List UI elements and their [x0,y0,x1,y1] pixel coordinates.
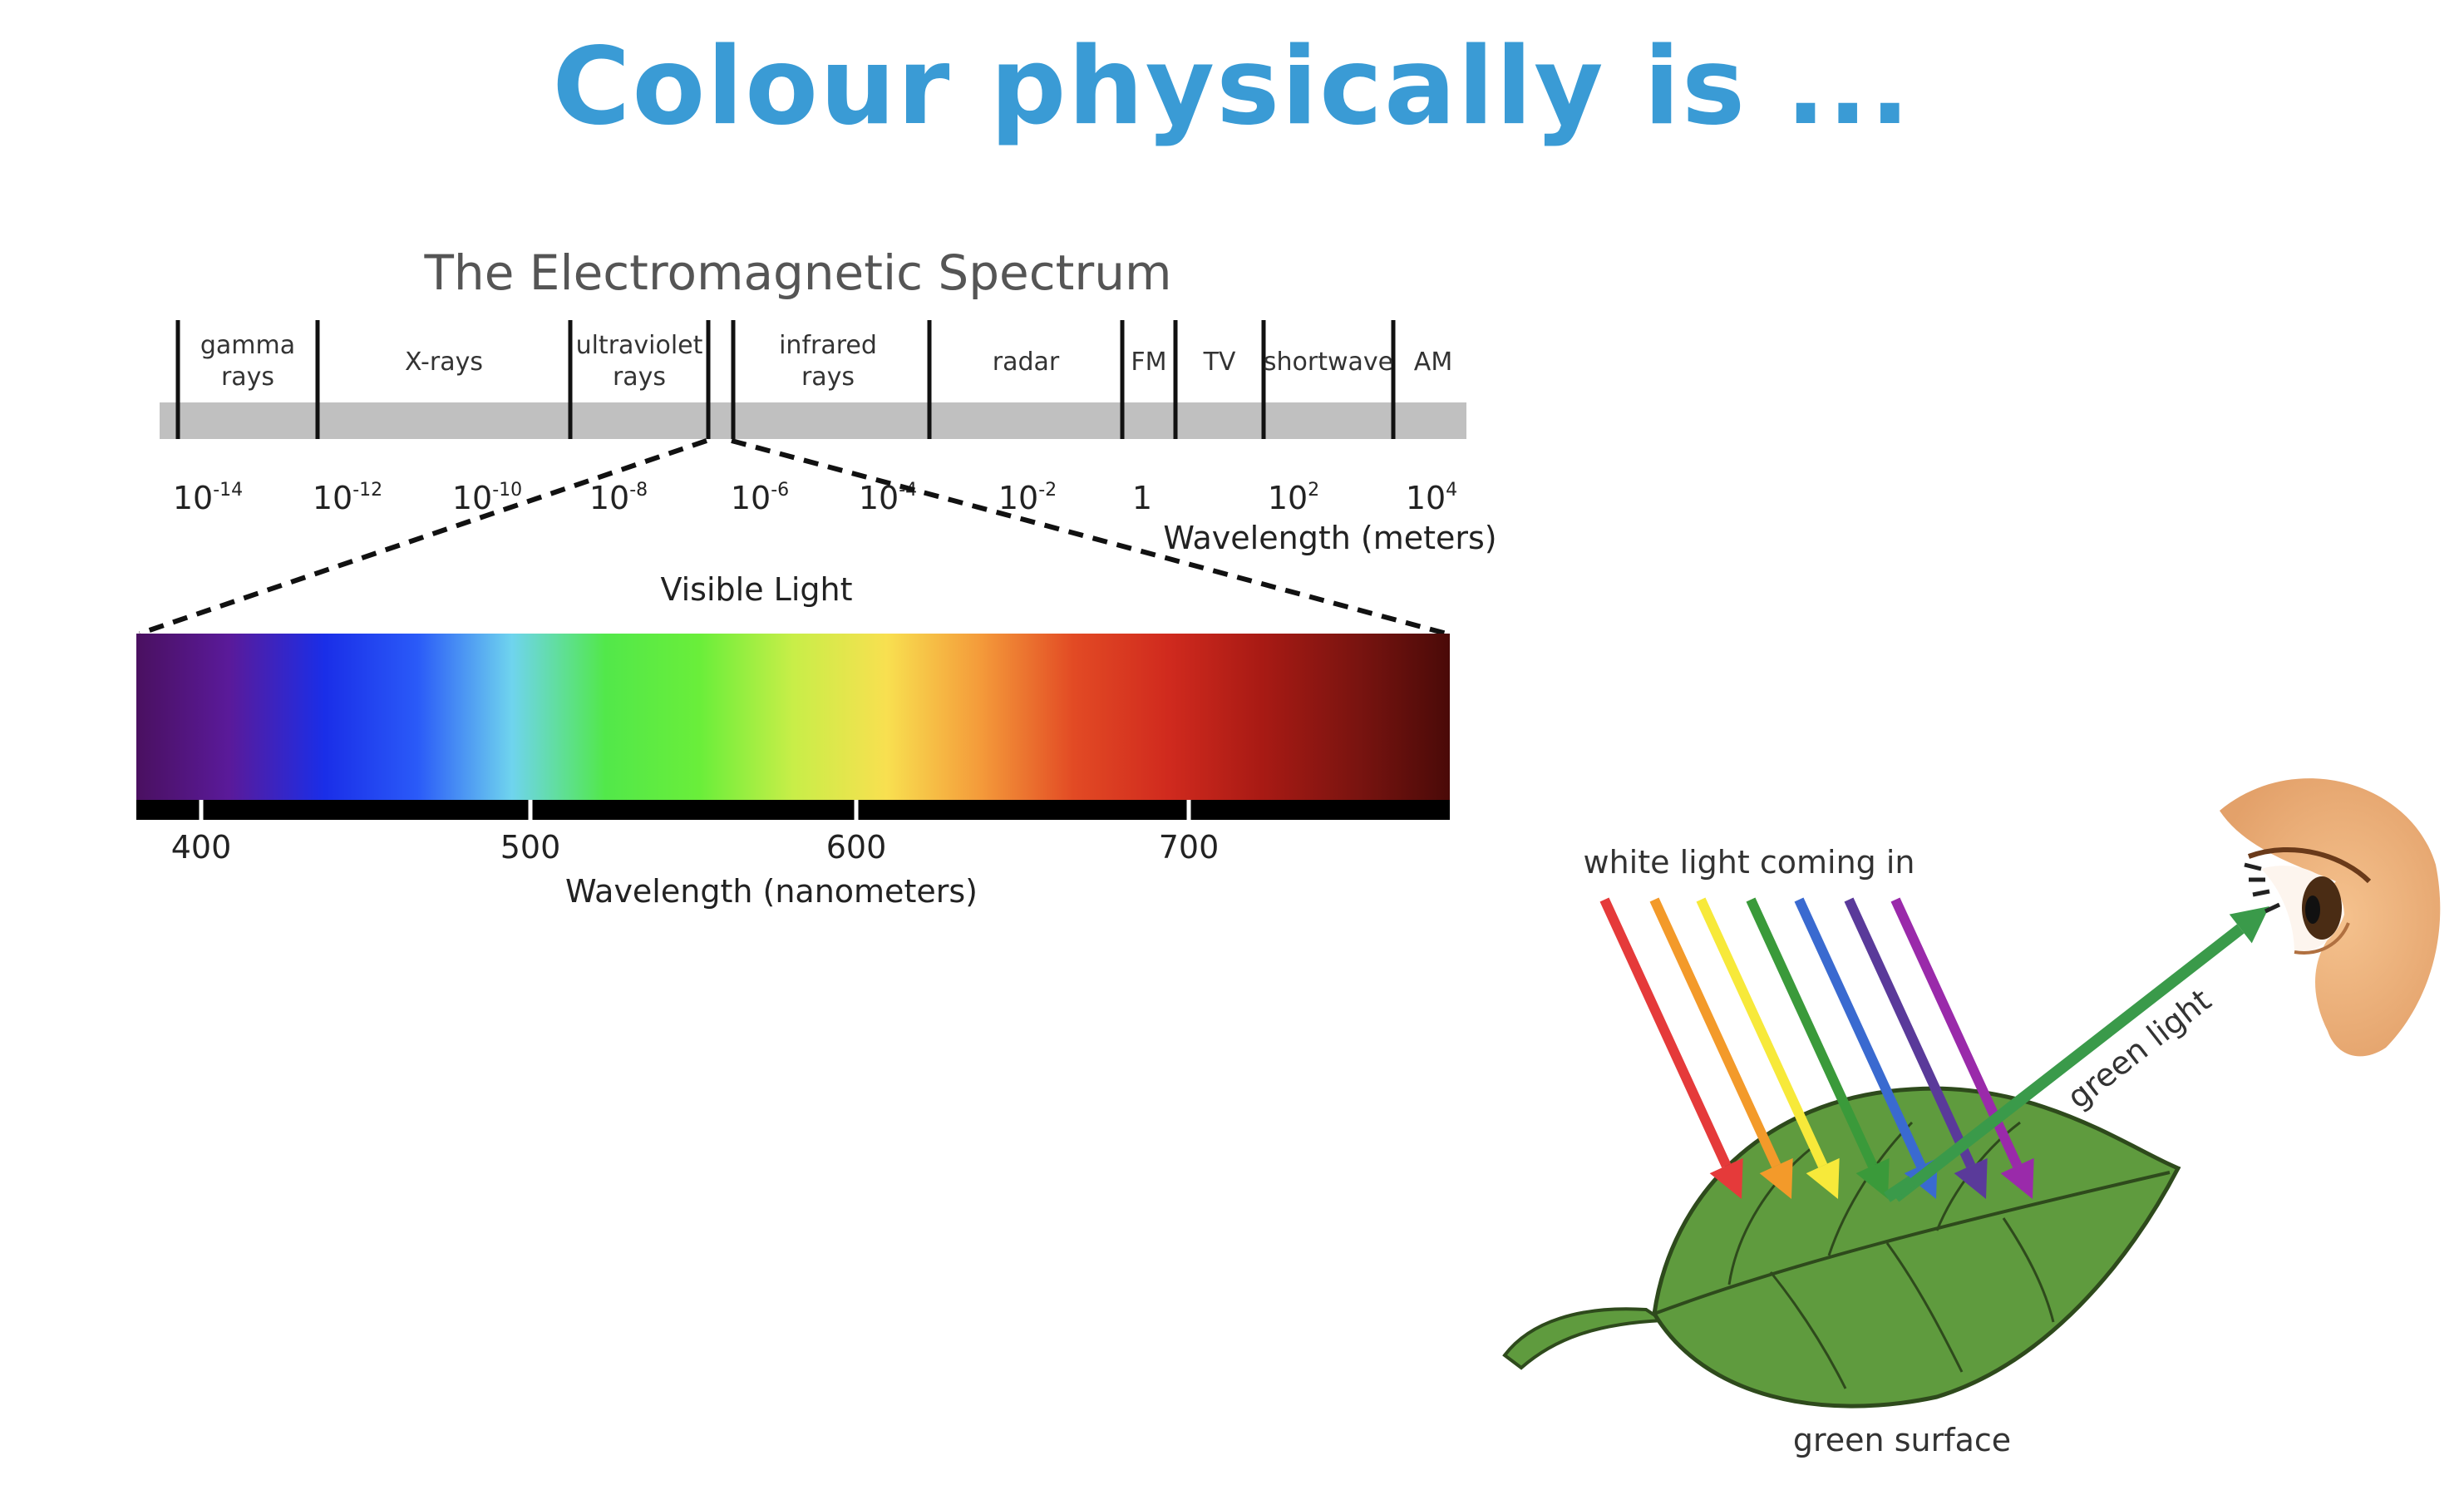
em-band-label: radar [993,348,1060,377]
visible-light-spectrum: Visible Light 400 500 600 700 Wavelength (n… [136,571,1450,910]
visible-tick-label: 500 [500,829,561,866]
em-band-label: rays [613,363,666,392]
eye-illustration [2220,778,2441,1057]
visible-tick-label: 700 [1159,829,1220,866]
em-band-label: AM [1414,348,1452,377]
em-tick-label: 1 [1132,480,1152,516]
em-band-labels: gamma rays X-rays ultraviolet rays infrared ra… [200,331,1452,392]
leaf-vein [1827,1121,1914,1256]
em-band-label: X-rays [405,348,483,377]
em-band-label: ultraviolet [576,331,703,360]
em-tick-label: 10-12 [313,480,382,516]
em-band-label: rays [221,363,274,392]
em-band-label: infrared [779,331,877,360]
incoming-ray-arrow [1746,897,1890,1199]
eyelashes [2244,862,2281,914]
lower-eyelid [2294,922,2350,955]
em-axis-label: Wavelength (meters) [1163,520,1496,556]
incoming-light-label: white light coming in [1583,844,1915,881]
visible-tick-labels: 400 500 600 700 [171,800,1220,866]
em-band-label: gamma [200,331,295,360]
incoming-ray-arrow [1844,897,1988,1199]
leaf-stem [1502,1307,1668,1370]
em-tick-label: 10-14 [173,480,243,516]
incoming-ray-arrow [1649,897,1793,1199]
visible-zoom-lines [139,438,1447,636]
incoming-ray-arrow [1696,897,1840,1199]
visible-gradient-bar [136,634,1450,800]
slide-title: Colour physically is ... [552,25,1912,149]
em-tick-label: 102 [1268,480,1319,516]
leaf-vein [1769,1271,1847,1389]
iris [2302,876,2342,940]
em-band-label: rays [801,363,855,392]
pupil [2305,895,2320,924]
em-tick-label: 104 [1406,480,1457,516]
incoming-ray-arrow [1599,897,1743,1199]
leaf [1652,1086,2181,1409]
reflected-ray-arrow [1891,906,2269,1202]
em-tick-label: 10-10 [452,480,522,516]
leaf-vein [1885,1242,1964,1373]
reflected-green-ray [1884,906,2269,1202]
leaf-vein [1727,1146,1813,1285]
leaf-midrib [1653,1171,2171,1315]
em-spectrum-bar [160,402,1466,439]
em-band-label: FM [1131,348,1166,377]
em-spectrum: The Electromagnetic Spectrum gamma rays X-… [160,244,1497,556]
visible-axis-label: Wavelength (nanometers) [565,873,978,910]
visible-tick-label: 600 [826,829,887,866]
em-band-label: shortwave [1264,348,1393,377]
em-tick-label: 10-2 [998,480,1057,516]
em-band-label: TV [1203,348,1236,377]
visible-axis-bar [136,800,1450,820]
incoming-light-rays [1599,897,2034,1199]
visible-tick-label: 400 [171,829,232,866]
leaf-vein [2002,1217,2055,1323]
green-surface-label: green surface [1793,1422,2011,1458]
em-tick-label: 10-8 [589,480,648,516]
em-tick-label: 10-6 [731,480,789,516]
visible-light-title: Visible Light [660,571,852,608]
em-spectrum-title: The Electromagnetic Spectrum [424,244,1172,301]
em-band-dividers [175,320,1396,439]
upper-eyelid [2247,847,2372,884]
leaf-illustration: white light coming in green light green … [1502,844,2269,1458]
